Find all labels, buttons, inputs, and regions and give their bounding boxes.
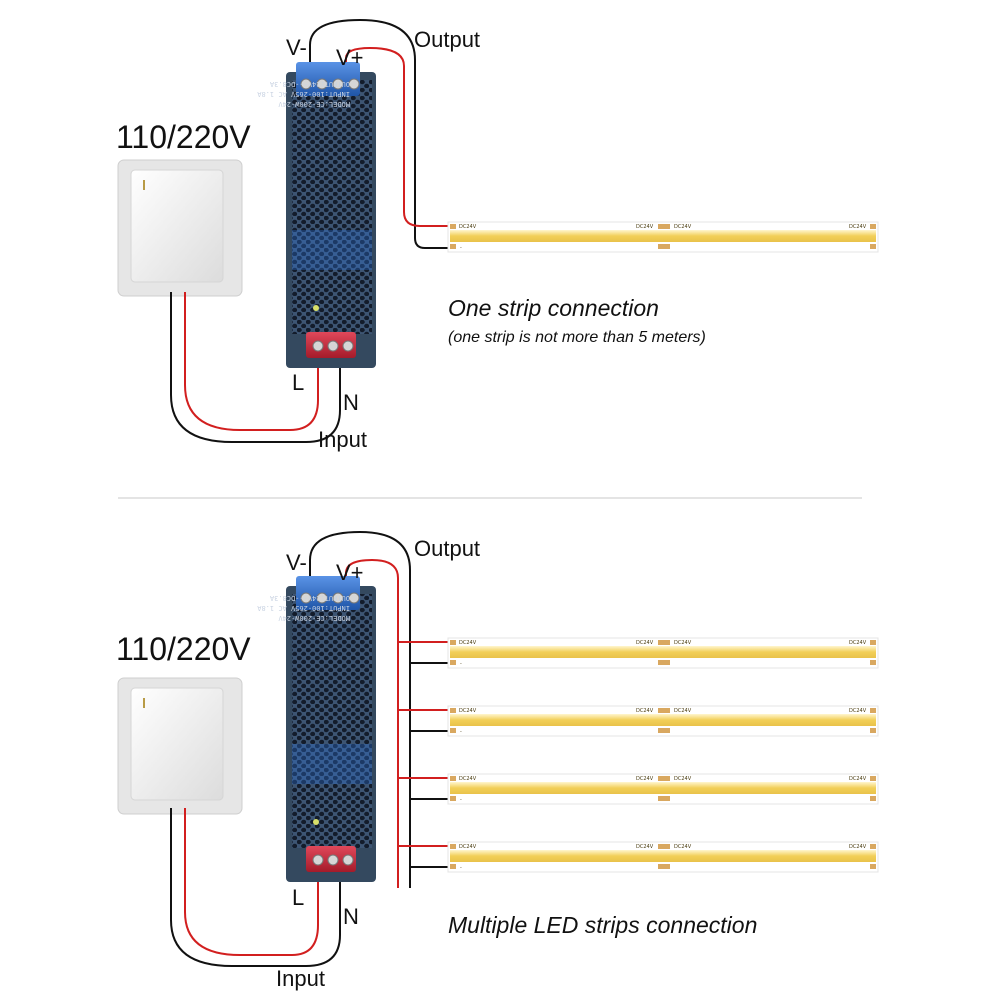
strip-plus-mark: DC24V — [849, 844, 867, 850]
strip-plus-mark: DC24V — [674, 844, 692, 850]
strip-plus-mark: DC24V — [459, 708, 477, 714]
caption-one-strip: One strip connection — [448, 295, 659, 321]
strip-plus-mark: DC24V — [636, 844, 654, 850]
svg-text:DC24V: DC24V — [849, 224, 867, 230]
svg-text:-: - — [460, 245, 462, 251]
output-wire-red — [345, 558, 399, 888]
input-label: Input — [276, 966, 325, 991]
input-label: Input — [318, 427, 367, 452]
output-wire-black — [309, 18, 455, 249]
strip-plus-mark: DC24V — [459, 844, 477, 850]
psu-label: MODEL:CE-200W-24V INPUT:100-265V AC 1.8A… — [256, 594, 350, 622]
led-strip: DC24V DC24V DC24V DC24V - — [447, 637, 879, 669]
led-strip: DC24V DC24V DC24V DC24V - — [447, 221, 879, 253]
wall-switch-icon — [117, 677, 243, 815]
svg-text:DC24V: DC24V — [636, 224, 654, 230]
output-terminal-block — [296, 62, 360, 96]
strip-plus-mark: DC24V — [849, 776, 867, 782]
indicator-led-icon — [313, 819, 319, 825]
strip-minus-mark: - — [460, 797, 462, 803]
terminal-l-label: L — [292, 885, 304, 910]
wall-switch-icon — [117, 159, 243, 297]
indicator-led-icon — [313, 305, 319, 311]
strip-minus-mark: - — [460, 661, 462, 667]
strip-plus-mark: DC24V — [674, 640, 692, 646]
strip-plus-mark: DC24V — [459, 776, 477, 782]
power-supply: MODEL:CE-200W-24V INPUT:100-265V AC 1.8A… — [256, 576, 376, 882]
strip-plus-mark: DC24V — [636, 776, 654, 782]
voltage-label: 110/220V — [116, 119, 251, 155]
terminal-n-label: N — [343, 390, 359, 415]
svg-text:MODEL:CE-200W-24V: MODEL:CE-200W-24V — [278, 100, 350, 108]
led-strip: DC24V DC24V DC24V DC24V - — [447, 773, 879, 805]
output-wire-black — [309, 530, 411, 888]
v-minus-label: V- — [286, 35, 307, 60]
output-wire-red — [345, 46, 455, 227]
power-supply: MODEL:CE-200W-24V INPUT:100-265V AC 1.8A… — [256, 62, 376, 368]
input-wire-red — [184, 808, 319, 956]
strip-plus-mark: DC24V — [674, 776, 692, 782]
top-diagram: 110/220V MODEL:CE-200W-24V INPUT:100-265… — [116, 18, 879, 452]
terminal-n-label: N — [343, 904, 359, 929]
terminal-l-label: L — [292, 370, 304, 395]
led-strip: DC24V DC24V DC24V DC24V - — [447, 841, 879, 873]
svg-text:DC24V: DC24V — [459, 224, 477, 230]
psu-label: MODEL:CE-200W-24V INPUT:100-265V AC 1.8A… — [256, 80, 350, 108]
strip-plus-mark: DC24V — [849, 640, 867, 646]
caption-multiple-strips: Multiple LED strips connection — [448, 912, 757, 938]
svg-text:INPUT:100-265V AC 1.8A: INPUT:100-265V AC 1.8A — [256, 604, 350, 612]
svg-text:INPUT:100-265V AC 1.8A: INPUT:100-265V AC 1.8A — [256, 90, 350, 98]
input-wire-black — [170, 292, 341, 443]
output-label: Output — [414, 27, 480, 52]
v-plus-label: V+ — [336, 45, 364, 70]
svg-text:OUTPUT:24V---DC8.3A: OUTPUT:24V---DC8.3A — [269, 594, 350, 602]
v-minus-label: V- — [286, 550, 307, 575]
input-wire-red — [184, 292, 319, 431]
strip-plus-mark: DC24V — [849, 708, 867, 714]
svg-text:OUTPUT:24V---DC8.3A: OUTPUT:24V---DC8.3A — [269, 80, 350, 88]
bottom-diagram: 110/220V MODEL:CE-200W-24V INPUT:100- — [116, 530, 879, 991]
strip-minus-mark: - — [460, 865, 462, 871]
v-plus-label: V+ — [336, 560, 364, 585]
strip-plus-mark: DC24V — [459, 640, 477, 646]
strip-minus-mark: - — [460, 729, 462, 735]
note-max-length: (one strip is not more than 5 meters) — [448, 329, 706, 346]
output-terminal-block — [296, 576, 360, 610]
strip-plus-mark: DC24V — [674, 708, 692, 714]
output-label: Output — [414, 536, 480, 561]
strip-branches — [398, 641, 452, 868]
strip-plus-mark: DC24V — [636, 708, 654, 714]
strip-plus-mark: DC24V — [636, 640, 654, 646]
svg-text:DC24V: DC24V — [674, 224, 692, 230]
led-strip: DC24V DC24V DC24V DC24V - — [447, 705, 879, 737]
input-wire-black — [170, 808, 341, 967]
svg-text:MODEL:CE-200W-24V: MODEL:CE-200W-24V — [278, 614, 350, 622]
voltage-label: 110/220V — [116, 631, 251, 667]
